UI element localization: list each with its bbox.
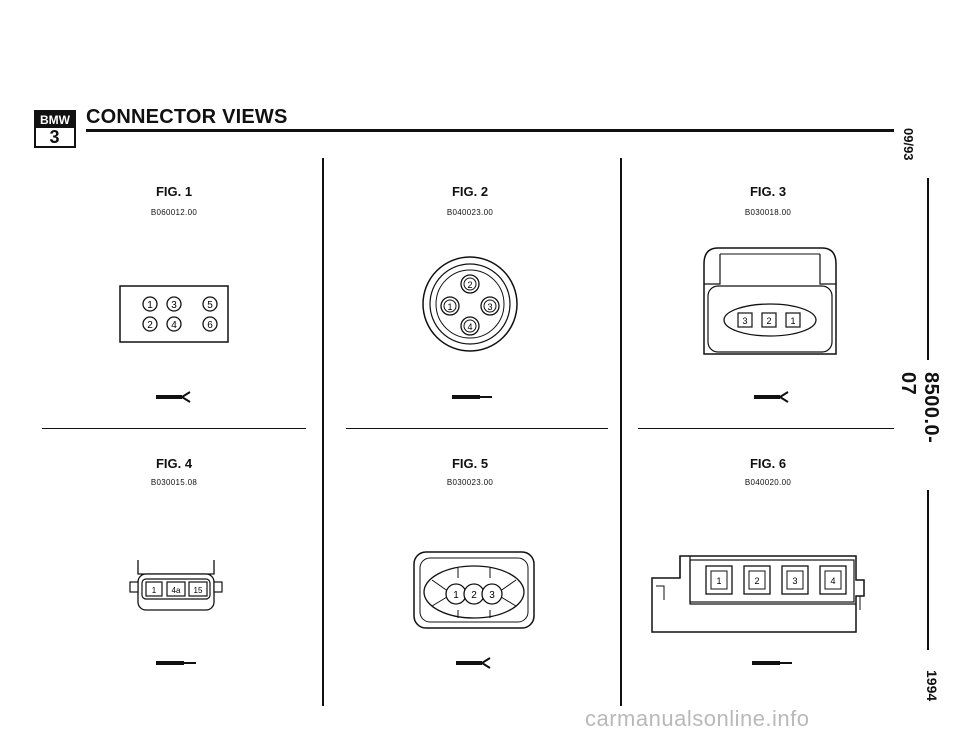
row-divider-3: [638, 428, 894, 429]
fig-4-pin: 1: [145, 581, 163, 597]
fig-6-connector: 1 2 3 4: [651, 555, 865, 633]
svg-text:1: 1: [453, 590, 459, 601]
fig-1-code: B060012.00: [150, 208, 198, 217]
svg-text:2: 2: [467, 280, 472, 290]
fig-2-label: FIG. 2: [451, 184, 489, 199]
fig-5-label: FIG. 5: [451, 456, 489, 471]
svg-text:1: 1: [147, 300, 153, 311]
row-divider-1: [42, 428, 306, 429]
fig-4-pin: 15: [188, 581, 208, 597]
fig-2-pin: 4: [460, 316, 480, 336]
fig-4-pin: 4a: [166, 581, 186, 597]
svg-text:2: 2: [471, 590, 477, 601]
svg-text:3: 3: [171, 300, 177, 311]
svg-text:4: 4: [830, 576, 835, 586]
fig-1-label: FIG. 1: [155, 184, 193, 199]
page-title: CONNECTOR VIEWS: [86, 106, 288, 128]
svg-text:2: 2: [147, 320, 153, 331]
fig-6-male-terminal-icon: [752, 661, 792, 665]
section-code: 8500.0-07: [897, 372, 942, 444]
fig-3-connector: 3 2 1: [703, 247, 837, 355]
fig-5-pin: 1: [445, 583, 467, 605]
fig-3-pin: 3: [737, 312, 753, 328]
svg-text:3: 3: [489, 590, 495, 601]
fig-3-label: FIG. 3: [749, 184, 787, 199]
svg-text:1: 1: [790, 316, 795, 326]
svg-text:2: 2: [766, 316, 771, 326]
fig-2-connector: 2 1 3 4: [422, 256, 518, 352]
fig-6-pin: 2: [743, 565, 771, 595]
svg-text:15: 15: [194, 586, 203, 595]
page-reference-strip: 09/93 8500.0-07 1994: [897, 120, 948, 710]
fig-2-pin: 3: [480, 296, 500, 316]
fig-3-code: B030018.00: [744, 208, 792, 217]
fig-1-pin: 1: [142, 296, 158, 312]
bmw-3-series-logo: BMW 3: [34, 110, 76, 148]
svg-text:6: 6: [207, 320, 213, 331]
svg-text:3: 3: [742, 316, 747, 326]
watermark: carmanualsonline.info: [585, 706, 810, 731]
svg-text:5: 5: [207, 300, 213, 311]
fig-4-code: B030015.08: [150, 478, 198, 487]
svg-text:1: 1: [447, 302, 452, 312]
fig-6-code: B040020.00: [744, 478, 792, 487]
svg-text:4a: 4a: [172, 586, 181, 595]
fig-1-pin: 3: [166, 296, 182, 312]
column-divider-2: [620, 158, 622, 706]
model-year: 1994: [924, 670, 940, 702]
revision-date: 09/93: [901, 128, 916, 161]
side-rule: [927, 178, 929, 360]
fig-4-label: FIG. 4: [155, 456, 193, 471]
row-divider-2: [346, 428, 608, 429]
fig-3-pin: 2: [761, 312, 777, 328]
fig-6-pin: 4: [819, 565, 847, 595]
logo-series: 3: [49, 127, 61, 147]
fig-1-pin: 6: [202, 316, 218, 332]
fig-5-female-terminal-icon: [456, 657, 491, 669]
fig-5-connector: 1 2 3: [413, 551, 535, 629]
svg-text:3: 3: [487, 302, 492, 312]
fig-5-pin: 2: [463, 583, 485, 605]
fig-2-male-terminal-icon: [452, 395, 492, 399]
fig-3-female-terminal-icon: [754, 391, 789, 403]
side-rule: [927, 490, 929, 650]
svg-text:1: 1: [716, 576, 721, 586]
svg-text:1: 1: [152, 586, 157, 595]
svg-text:2: 2: [754, 576, 759, 586]
svg-text:3: 3: [792, 576, 797, 586]
fig-3-pin: 1: [785, 312, 801, 328]
fig-5-code: B030023.00: [446, 478, 494, 487]
fig-4-connector: 1 4a 15: [129, 560, 223, 611]
fig-6-pin: 3: [781, 565, 809, 595]
fig-2-pin: 1: [440, 296, 460, 316]
fig-5-pin: 3: [481, 583, 503, 605]
fig-1-female-terminal-icon: [156, 391, 191, 403]
fig-1-pin: 2: [142, 316, 158, 332]
logo-brand: BMW: [36, 112, 74, 128]
fig-2-pin: 2: [460, 274, 480, 294]
fig-4-male-terminal-icon: [156, 661, 196, 665]
fig-1-pin: 4: [166, 316, 182, 332]
fig-2-code: B040023.00: [446, 208, 494, 217]
fig-6-label: FIG. 6: [749, 456, 787, 471]
column-divider-1: [322, 158, 324, 706]
svg-text:4: 4: [171, 320, 177, 331]
fig-1-pin: 5: [202, 296, 218, 312]
svg-text:4: 4: [467, 322, 472, 332]
fig-6-pin: 1: [705, 565, 733, 595]
title-rule: [86, 129, 894, 132]
fig-1-connector: 1 3 5 2 4 6: [119, 285, 229, 343]
